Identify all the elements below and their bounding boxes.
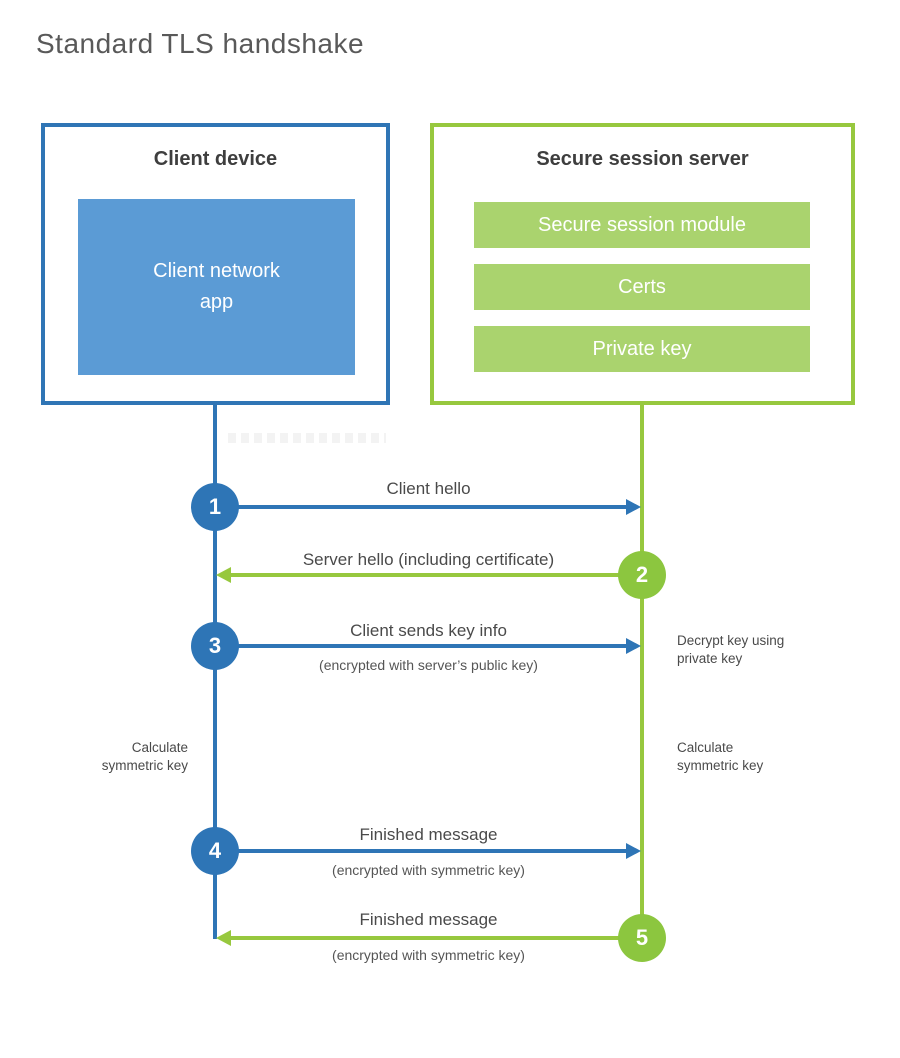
faint-artifact [228, 433, 386, 443]
note-decrypt-key: Decrypt key using private key [677, 633, 785, 666]
msg-finished-client-sub: (encrypted with symmetric key) [332, 862, 525, 878]
step-badge-2: 2 [618, 551, 666, 599]
client-network-app-module: Client network app [78, 199, 355, 375]
client-lifeline [213, 405, 217, 939]
server-module-certs: Certs [474, 264, 810, 310]
arrow-client-hello [215, 499, 641, 515]
note-calculate-symmetric-key-server: Calculate symmetric key [677, 740, 764, 773]
secure-session-server-title: Secure session server [536, 148, 749, 170]
server-lifeline [640, 405, 644, 941]
arrow-client-key-info [215, 638, 641, 654]
client-device-title: Client device [153, 148, 278, 170]
msg-client-key-info: Client sends key info [350, 621, 507, 640]
arrow-finished-server [216, 930, 640, 946]
note-calculate-symmetric-key-client: Calculate symmetric key [101, 740, 188, 773]
msg-client-hello: Client hello [386, 479, 471, 498]
msg-client-key-info-sub: (encrypted with server’s public key) [319, 657, 538, 673]
step-badge-1: 1 [191, 483, 239, 531]
step-badge-5: 5 [618, 914, 666, 962]
step-badge-3: 3 [191, 622, 239, 670]
msg-finished-client: Finished message [359, 825, 498, 844]
step-badge-4: 4 [191, 827, 239, 875]
server-module-secure-session: Secure session module [474, 202, 810, 248]
msg-finished-server: Finished message [359, 910, 498, 929]
arrow-finished-client [215, 843, 641, 859]
msg-server-hello: Server hello (including certificate) [302, 550, 555, 569]
server-module-private-key: Private key [474, 326, 810, 372]
page-title: Standard TLS handshake [36, 28, 365, 59]
msg-finished-server-sub: (encrypted with symmetric key) [332, 947, 525, 963]
arrow-server-hello [216, 567, 640, 583]
